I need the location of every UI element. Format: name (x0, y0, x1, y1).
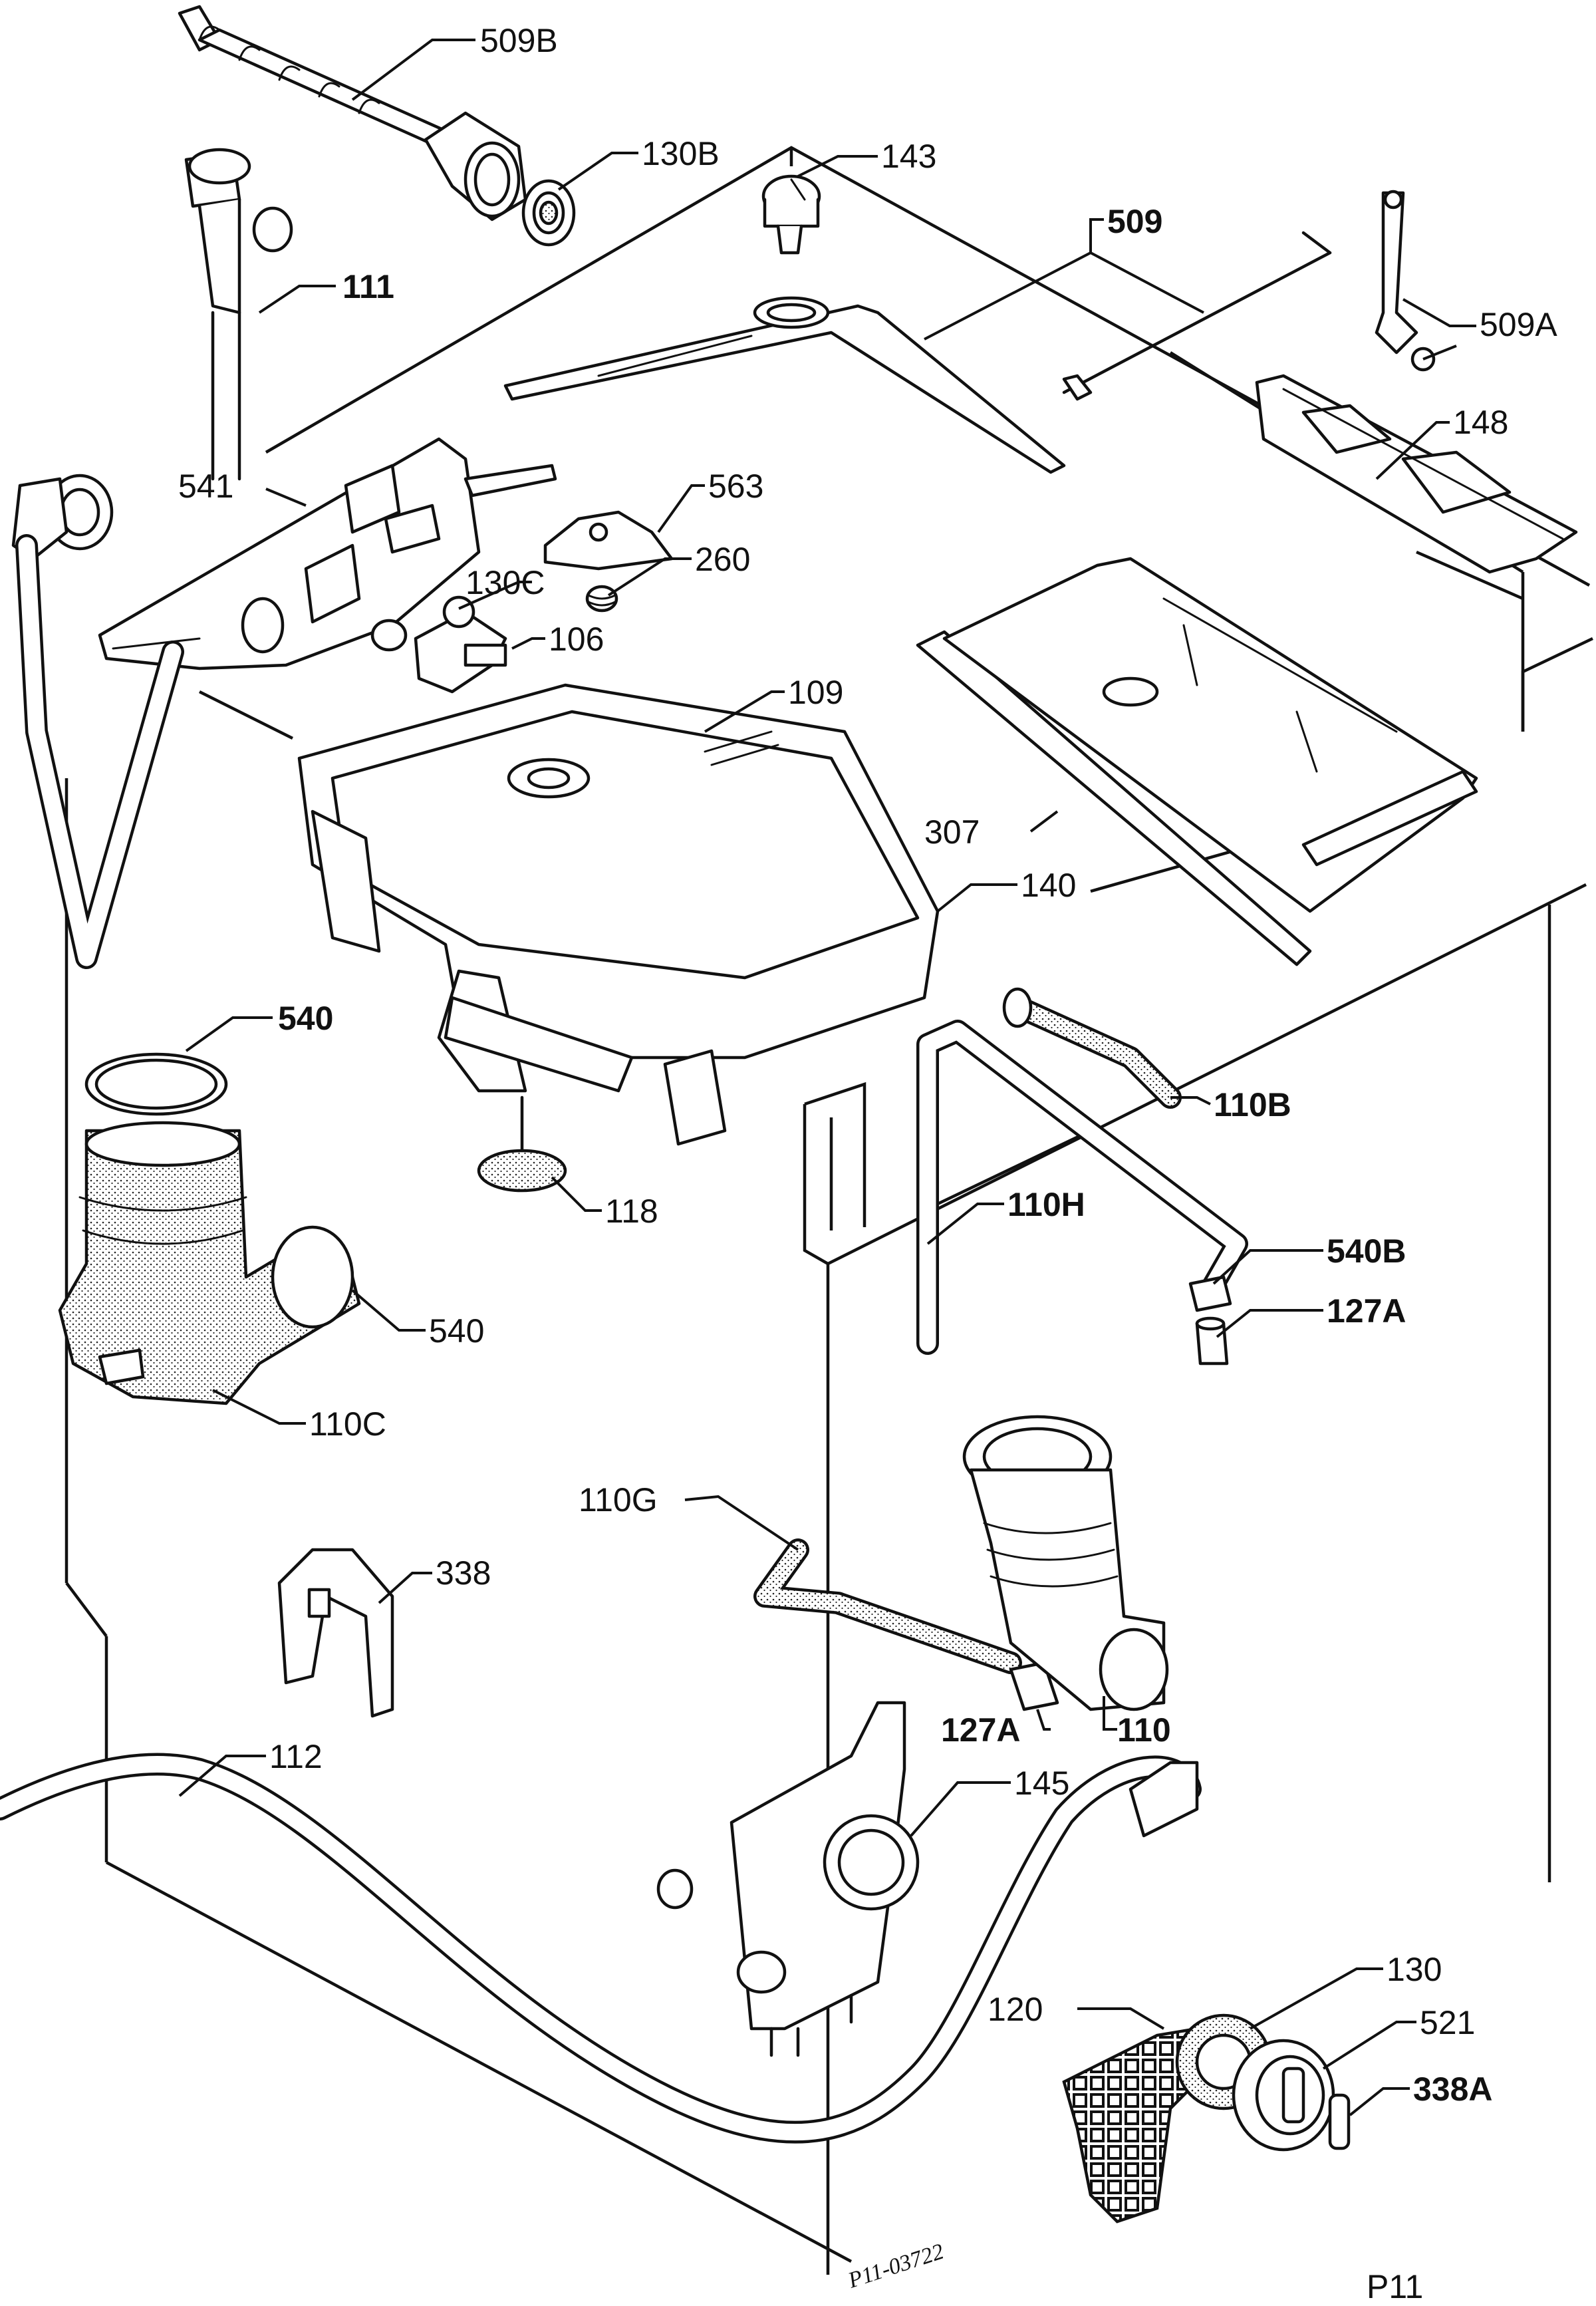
label-130C: 130C (466, 564, 545, 601)
label-140: 140 (1021, 867, 1076, 904)
label-106: 106 (549, 621, 604, 658)
label-563: 563 (708, 468, 763, 505)
label-541: 541 (178, 468, 233, 505)
spring-260 (585, 585, 618, 613)
label-521: 521 (1420, 2004, 1475, 2041)
label-110B: 110B (1214, 1086, 1291, 1123)
clamp-540 (84, 1052, 228, 1116)
label-111: 111 (342, 268, 394, 305)
label-110C: 110C (309, 1405, 386, 1443)
hose-110h (916, 1020, 1248, 1355)
label-540-lower: 540 (429, 1312, 484, 1350)
label-509: 509 (1107, 203, 1162, 240)
clip-540b (1188, 1275, 1232, 1312)
sheet-label: P11 (1367, 2268, 1423, 2305)
label-307: 307 (924, 813, 980, 851)
knob-143 (761, 174, 821, 255)
part-338a (1328, 2093, 1351, 2150)
inlet-pipe-509b (178, 5, 527, 221)
leader-lines (178, 39, 1476, 2116)
part-118 (477, 1095, 567, 1193)
label-260: 260 (695, 541, 750, 578)
drawing-code: P11-03722 (845, 2239, 947, 2293)
linkage-509a (1375, 190, 1436, 372)
housing-148 (1255, 374, 1578, 574)
drain-hose-112 (0, 1753, 1202, 2144)
label-509B: 509B (480, 22, 558, 59)
clip-338 (277, 1548, 394, 1718)
label-540B: 540B (1327, 1232, 1406, 1270)
label-338A: 338A (1413, 2071, 1493, 2108)
valve-106 (370, 595, 507, 694)
drawer-307 (916, 557, 1478, 966)
filter-130b (521, 179, 576, 247)
angled-hose-end (11, 474, 184, 969)
label-110H: 110H (1007, 1186, 1085, 1223)
filter-120 (1062, 2027, 1212, 2224)
label-109: 109 (788, 674, 843, 711)
label-338: 338 (436, 1554, 491, 1592)
nozzle-127a-lower (1009, 1661, 1059, 1711)
cover-563 (543, 510, 674, 571)
nozzle-127a-upper (1195, 1316, 1229, 1366)
bracket-541 (98, 437, 557, 670)
cap-521 (1232, 2039, 1335, 2152)
tap-111 (184, 148, 293, 481)
pump-housing-145 (656, 1701, 920, 2057)
label-143: 143 (881, 138, 936, 175)
lever-509 (503, 296, 1066, 474)
label-118: 118 (605, 1193, 658, 1230)
callout-labels: 509B 130B 143 509 111 509A 148 541 563 2… (178, 22, 1557, 2305)
label-145: 145 (1014, 1765, 1069, 1802)
rod-509 (1062, 231, 1332, 401)
label-540-upper: 540 (278, 1000, 333, 1037)
hose-110g (753, 1538, 1022, 1674)
label-120: 120 (988, 1991, 1043, 2028)
tub-lid-109 (297, 683, 940, 1146)
hose-110b (1002, 987, 1182, 1109)
label-110: 110 (1117, 1711, 1171, 1749)
label-130: 130 (1387, 1951, 1442, 1988)
label-127A-lower: 127A (941, 1711, 1021, 1749)
label-112: 112 (269, 1738, 323, 1775)
label-148: 148 (1453, 404, 1508, 441)
bellow-110c (58, 1121, 361, 1405)
label-130B: 130B (642, 135, 720, 172)
elbow-110 (962, 1415, 1169, 1711)
label-127A-upper: 127A (1327, 1292, 1406, 1330)
label-110G: 110G (579, 1481, 658, 1518)
label-509A: 509A (1480, 306, 1557, 343)
